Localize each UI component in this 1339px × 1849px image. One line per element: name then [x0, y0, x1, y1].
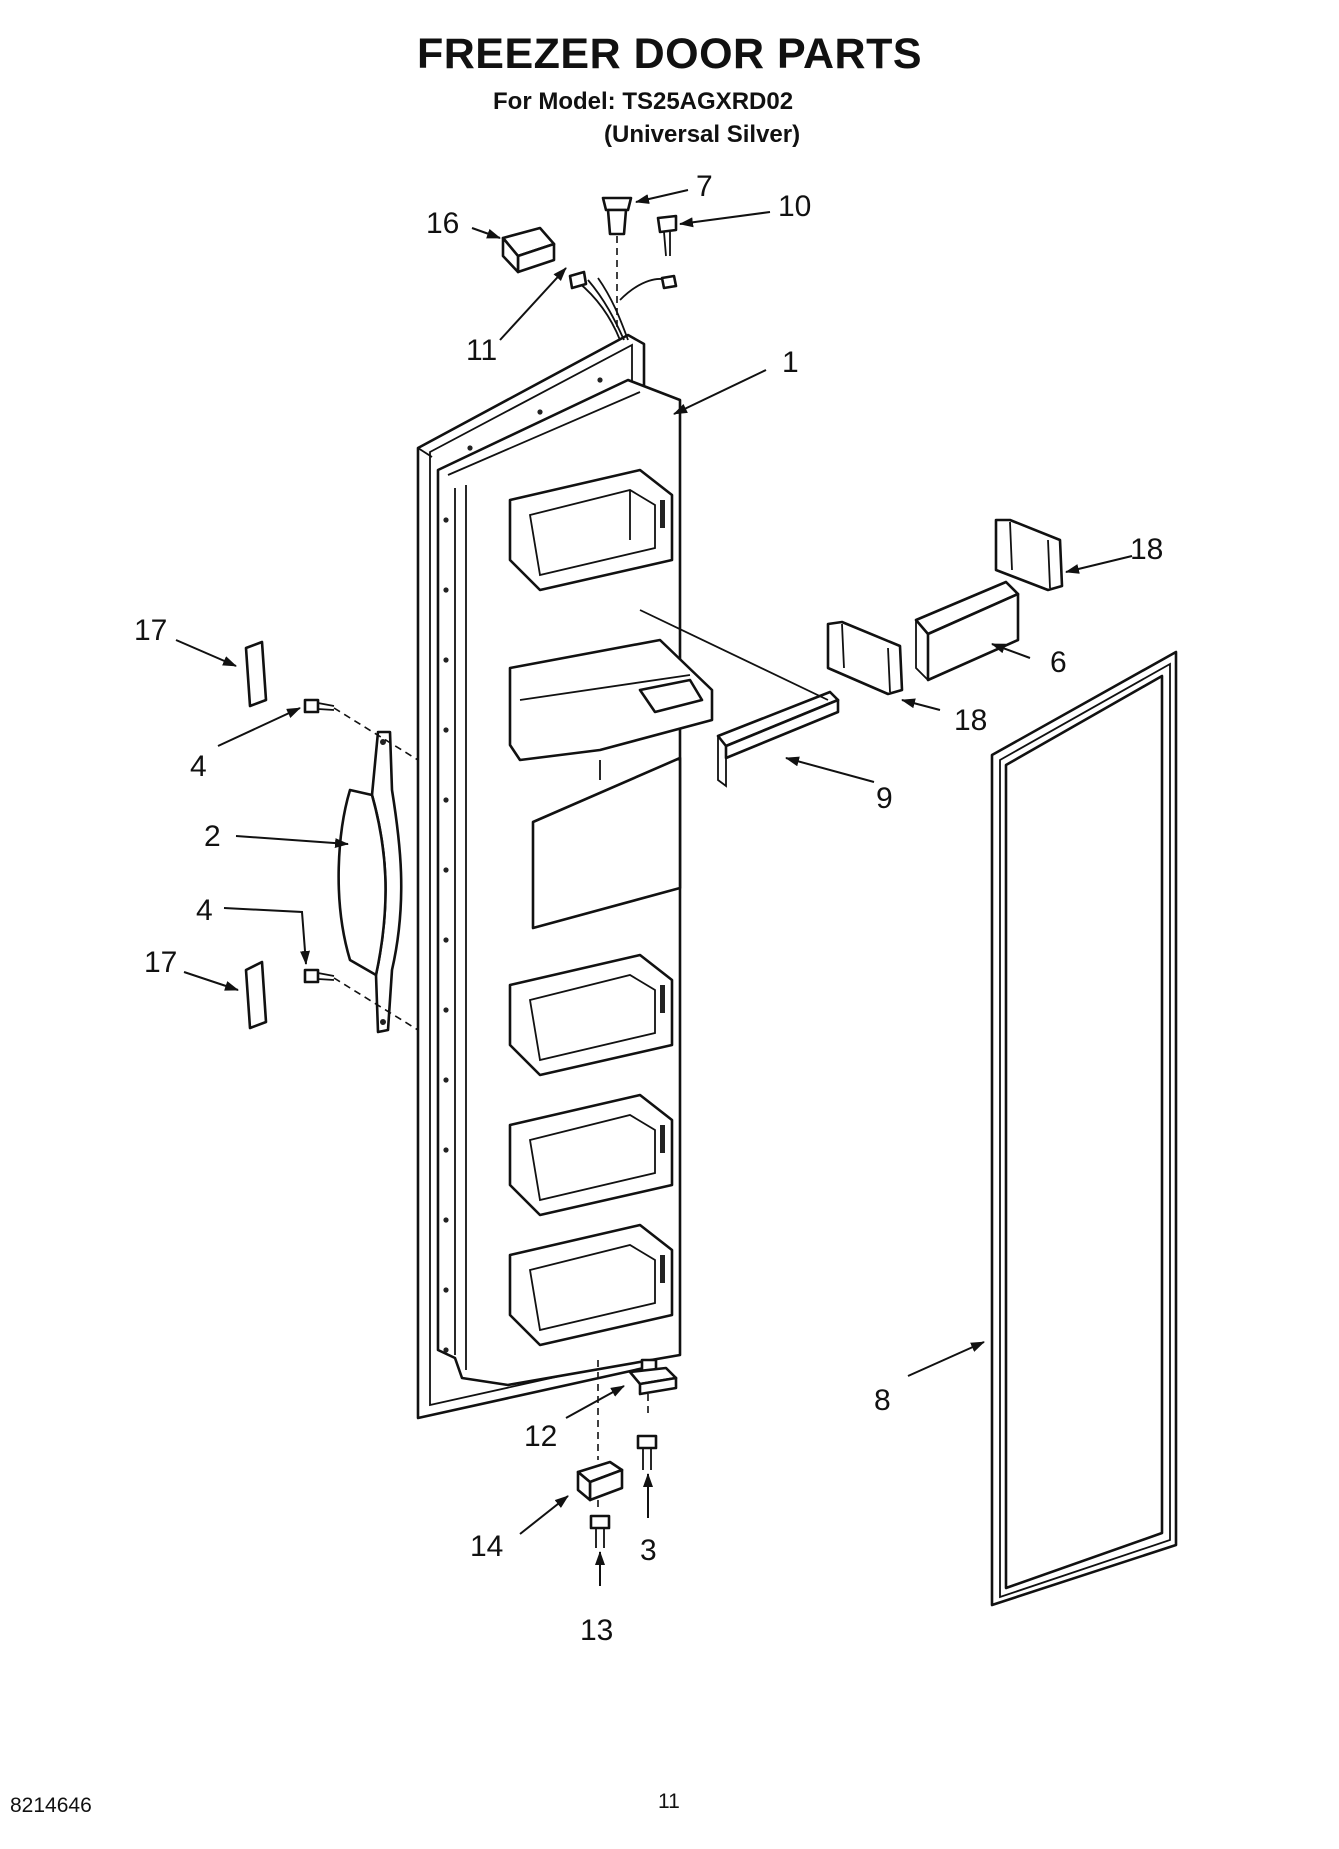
callout-18-upper: 18: [1130, 533, 1163, 566]
door-edge-screw-holes: [443, 377, 603, 1353]
shelf-end-cap-upper: [994, 518, 1064, 592]
bottom-hinge-pin: [628, 1358, 678, 1396]
hinge-bushing: [601, 196, 633, 236]
shelf-trim: [716, 690, 840, 788]
model-line: For Model: TS25AGXRD02: [493, 88, 794, 115]
callout-4-lower: 4: [196, 894, 213, 927]
callout-18-lower: 18: [954, 704, 987, 737]
callout-2: 2: [204, 820, 221, 853]
handle-screw-upper: [303, 698, 335, 714]
callout-12: 12: [524, 1420, 557, 1453]
callout-13: 13: [580, 1614, 613, 1647]
callout-10: 10: [778, 190, 811, 223]
callout-17-upper: 17: [134, 614, 167, 647]
door-assembly: [416, 333, 714, 1420]
leader-lines: [175, 189, 1133, 1586]
callout-6: 6: [1050, 646, 1067, 679]
wire-harness: [568, 270, 678, 341]
handle-end-cap-lower: [244, 960, 268, 1030]
callout-8: 8: [874, 1384, 891, 1417]
callout-1: 1: [782, 346, 799, 379]
callout-14: 14: [470, 1530, 503, 1563]
bottom-door-closer: [576, 1460, 624, 1502]
shelf-end-cap-lower: [826, 620, 904, 696]
callout-11: 11: [466, 334, 497, 367]
model-variant: (Universal Silver): [604, 121, 801, 148]
document-number: 8214646: [10, 1794, 92, 1817]
hinge-screw-bottom: [636, 1434, 658, 1470]
callout-3: 3: [640, 1534, 657, 1567]
callout-7: 7: [696, 170, 713, 203]
closer-screw: [589, 1514, 611, 1548]
callout-4-upper: 4: [190, 750, 207, 783]
page-title: FREEZER DOOR PARTS: [416, 30, 923, 78]
wire-connector: [501, 226, 556, 274]
callout-16: 16: [426, 207, 459, 240]
handle-screw-lower: [303, 968, 335, 984]
callout-17-lower: 17: [144, 946, 177, 979]
door-shelf: [914, 580, 1020, 682]
door-gasket: [990, 650, 1178, 1607]
door-handle: [337, 730, 403, 1034]
hinge-screw-top: [656, 214, 678, 257]
callout-9: 9: [876, 782, 893, 815]
page-number: 11: [658, 1790, 680, 1813]
handle-end-cap-upper: [244, 640, 268, 708]
